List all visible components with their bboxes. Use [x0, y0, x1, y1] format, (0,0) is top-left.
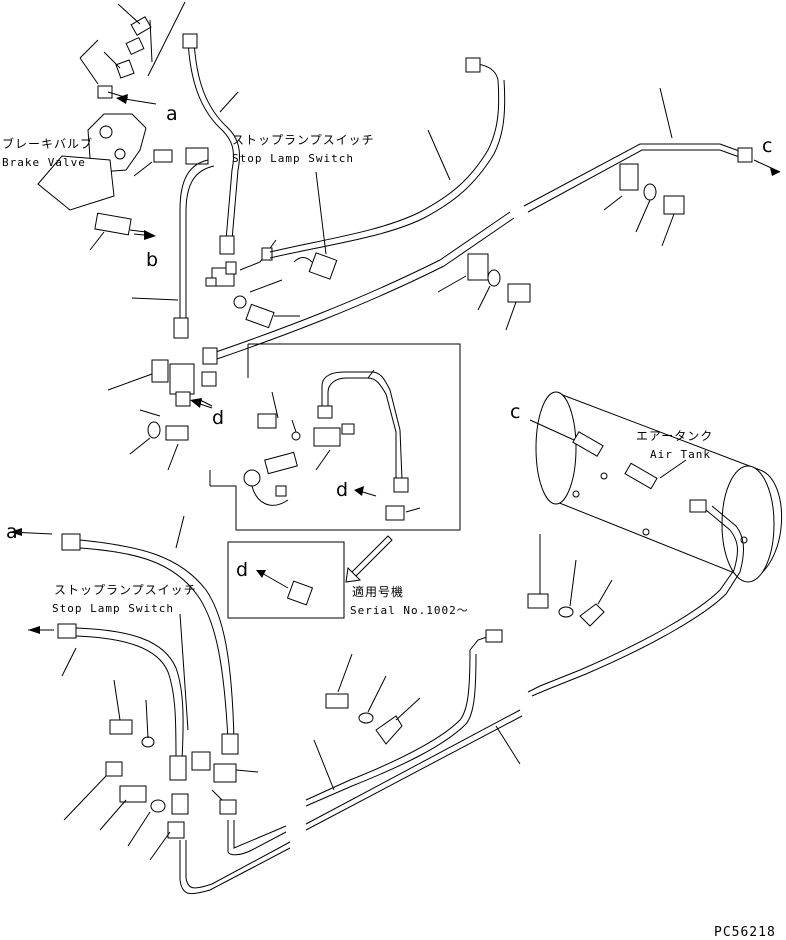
lower-long-pipes [179, 629, 523, 895]
brake-valve-assembly [37, 1, 209, 251]
stop-lamp-switch-label-jp-top: ストップランプスイッチ [232, 133, 375, 147]
stop-lamp-switch-label-en-bottom: Stop Lamp Switch [52, 602, 174, 615]
label-c-tank: c [510, 401, 520, 423]
clamp-set-tank [527, 534, 613, 627]
brake-valve-label-jp: ブレーキバルブ [2, 136, 93, 151]
middle-tee-group [107, 359, 217, 471]
detail-inset-box [209, 343, 461, 531]
air-tank [527, 391, 783, 697]
drawing-code: PC56218 [714, 925, 776, 940]
pipe-to-c [202, 87, 781, 365]
clamp-set-upper-right [437, 163, 685, 331]
brake-valve-label-en: Brake Valve [2, 156, 86, 169]
label-d-middle: d [212, 407, 224, 429]
stop-lamp-switch-label-jp-bottom: ストップランプスイッチ [54, 583, 197, 597]
label-d-inset: d [336, 479, 348, 501]
air-tank-label-jp: エアータンク [636, 429, 713, 443]
label-d-serial: d [236, 559, 248, 581]
stop-lamp-switch-upper [205, 57, 506, 329]
label-b: b [146, 249, 158, 271]
serial-label-jp: 適用号機 [352, 584, 404, 599]
label-a-bottom: a [6, 521, 18, 543]
serial-inset-box [227, 535, 393, 619]
air-tank-label-en: Air Tank [650, 448, 711, 461]
label-c-top: c [762, 135, 772, 157]
lower-left-hoses [9, 515, 259, 861]
label-a-top: a [166, 103, 178, 125]
serial-label-en: Serial No.1002～ [350, 604, 469, 617]
clamp-set-lower-middle [325, 653, 421, 745]
stop-lamp-switch-label-en-top: Stop Lamp Switch [232, 152, 354, 165]
reference-arrows [116, 94, 213, 409]
upper-left-pipes [131, 33, 241, 339]
